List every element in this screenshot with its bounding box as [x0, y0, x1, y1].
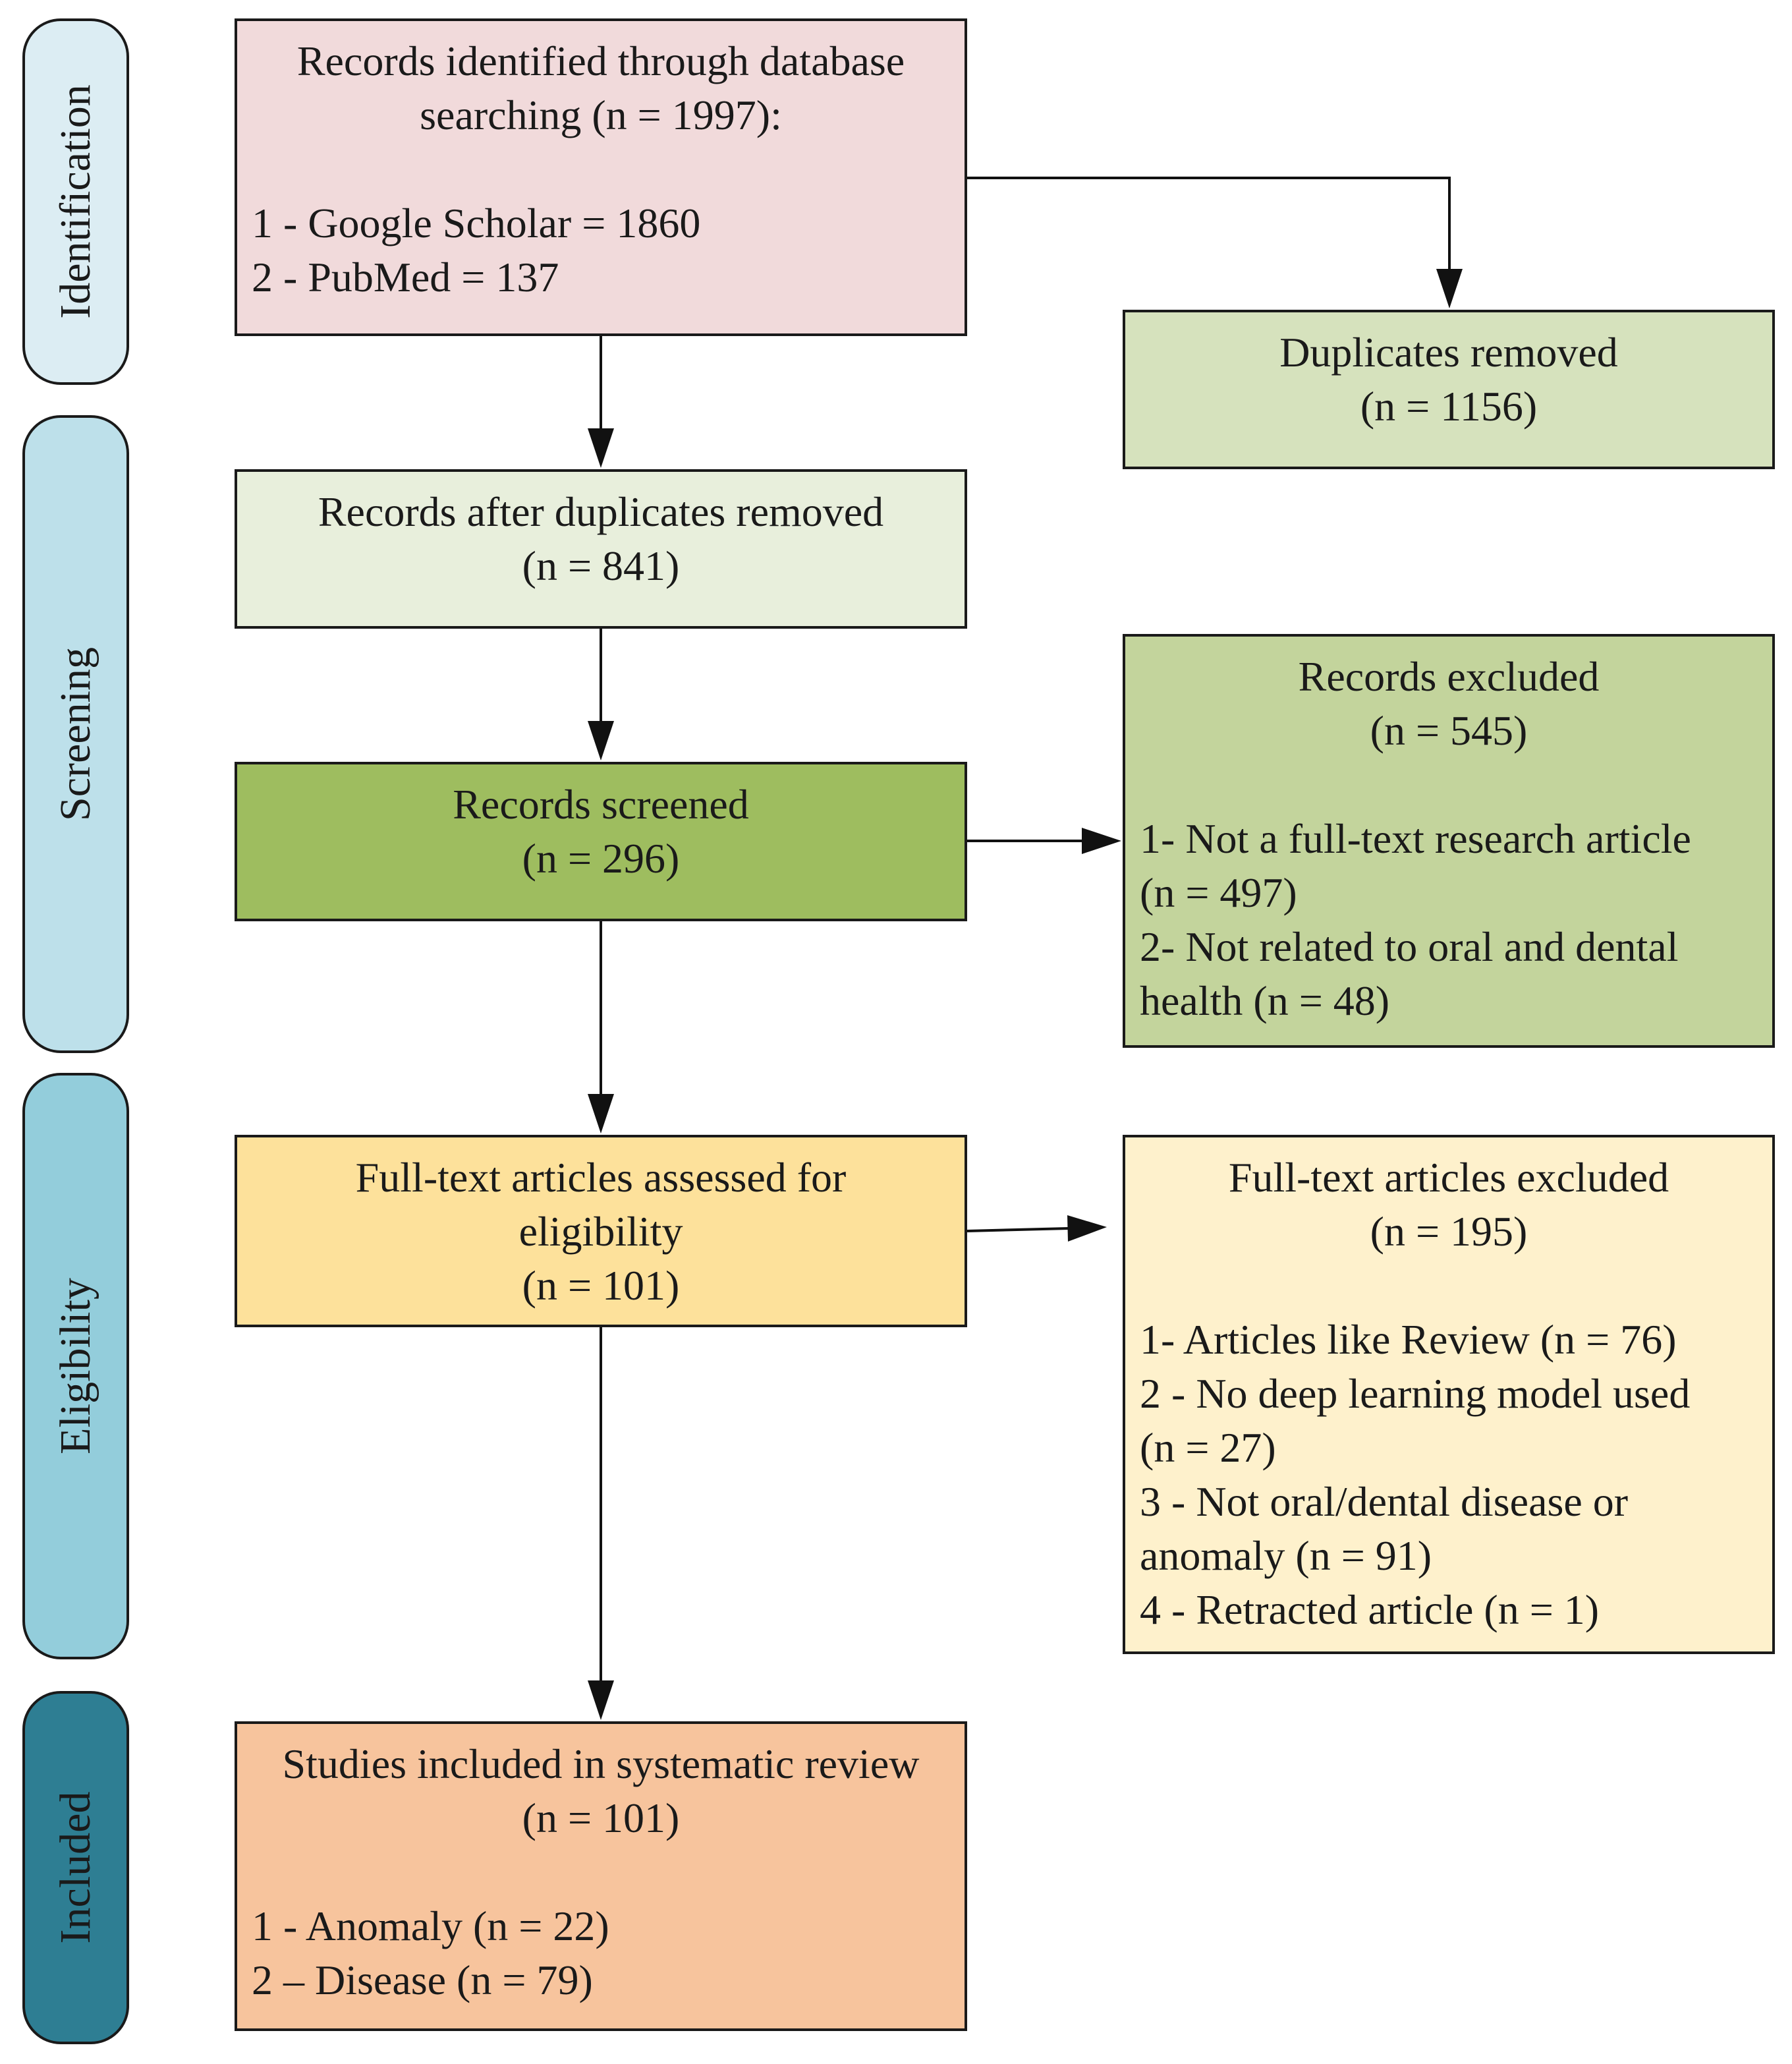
- fulltext-assessed-title-2: eligibility: [518, 1208, 683, 1255]
- records-identified-item-2: 2 - PubMed = 137: [252, 254, 559, 301]
- records-screened-title-1: Records screened: [453, 781, 749, 828]
- arrowhead-screened-to-records-excluded: [1082, 828, 1121, 854]
- records-excluded-item-4: health (n = 48): [1140, 977, 1390, 1024]
- records-excluded-item-1: 1- Not a full-text research article: [1140, 815, 1691, 862]
- fulltext-assessed-title-1: Full-text articles assessed for: [355, 1154, 847, 1201]
- records-screened-box: Records screened (n = 296): [235, 762, 967, 921]
- records-after-duplicates-title-1: Records after duplicates removed: [318, 488, 884, 535]
- arrow-fulltext-assessed-to-excluded: [966, 1227, 1069, 1232]
- records-after-duplicates-title-2: (n = 841): [522, 542, 680, 589]
- records-after-duplicates-box: Records after duplicates removed (n = 84…: [235, 469, 967, 629]
- duplicates-removed-title-2: (n = 1156): [1360, 383, 1538, 430]
- fulltext-excluded-item-6: 4 - Retracted article (n = 1): [1140, 1586, 1600, 1633]
- fulltext-excluded-box: Full-text articles excluded (n = 195) 1-…: [1123, 1135, 1775, 1654]
- duplicates-removed-box: Duplicates removed (n = 1156): [1123, 310, 1775, 469]
- phase-screening: Screening: [22, 415, 129, 1053]
- fulltext-excluded-title-2: (n = 195): [1370, 1208, 1528, 1255]
- records-excluded-item-2: (n = 497): [1140, 869, 1297, 916]
- duplicates-removed-title-1: Duplicates removed: [1279, 329, 1618, 376]
- records-identified-item-1: 1 - Google Scholar = 1860: [252, 200, 701, 246]
- arrowhead-identified-to-duplicates: [1436, 269, 1463, 308]
- records-screened-title-2: (n = 296): [522, 835, 680, 882]
- records-identified-box: Records identified through database sear…: [235, 18, 967, 336]
- studies-included-box: Studies included in systematic review (n…: [235, 1721, 967, 2031]
- phase-included: Included: [22, 1691, 129, 2044]
- studies-included-title-2: (n = 101): [522, 1794, 680, 1841]
- records-identified-title-2: searching (n = 1997):: [420, 92, 782, 138]
- arrowhead-fulltext-assessed-to-excluded: [1067, 1215, 1107, 1242]
- arrowhead-after-duplicates-to-screened: [588, 721, 614, 760]
- arrowhead-fulltext-assessed-to-included: [588, 1680, 614, 1720]
- studies-included-title-1: Studies included in systematic review: [282, 1740, 920, 1787]
- fulltext-excluded-item-1: 1- Articles like Review (n = 76): [1140, 1316, 1677, 1363]
- records-excluded-title-1: Records excluded: [1298, 653, 1600, 700]
- fulltext-excluded-item-3: (n = 27): [1140, 1424, 1276, 1471]
- records-excluded-box: Records excluded (n = 545) 1- Not a full…: [1123, 634, 1775, 1048]
- records-excluded-item-3: 2- Not related to oral and dental: [1140, 923, 1679, 970]
- records-identified-title-1: Records identified through database: [296, 38, 905, 84]
- arrowhead-screened-to-fulltext-assessed: [588, 1094, 614, 1133]
- studies-included-item-2: 2 – Disease (n = 79): [252, 1957, 593, 2003]
- fulltext-excluded-item-4: 3 - Not oral/dental disease or: [1140, 1478, 1629, 1525]
- phase-identification: Identification: [22, 18, 129, 385]
- studies-included-item-1: 1 - Anomaly (n = 22): [252, 1903, 609, 1949]
- phase-eligibility: Eligibility: [22, 1073, 129, 1659]
- fulltext-assessed-title-3: (n = 101): [522, 1262, 680, 1309]
- fulltext-excluded-title-1: Full-text articles excluded: [1228, 1154, 1669, 1201]
- arrow-identified-to-duplicates: [967, 177, 1451, 270]
- fulltext-excluded-item-5: anomaly (n = 91): [1140, 1532, 1432, 1579]
- fulltext-excluded-item-2: 2 - No deep learning model used: [1140, 1370, 1691, 1417]
- records-excluded-title-2: (n = 545): [1370, 707, 1528, 754]
- arrowhead-identified-to-after-duplicates: [588, 428, 614, 468]
- fulltext-assessed-box: Full-text articles assessed for eligibil…: [235, 1135, 967, 1327]
